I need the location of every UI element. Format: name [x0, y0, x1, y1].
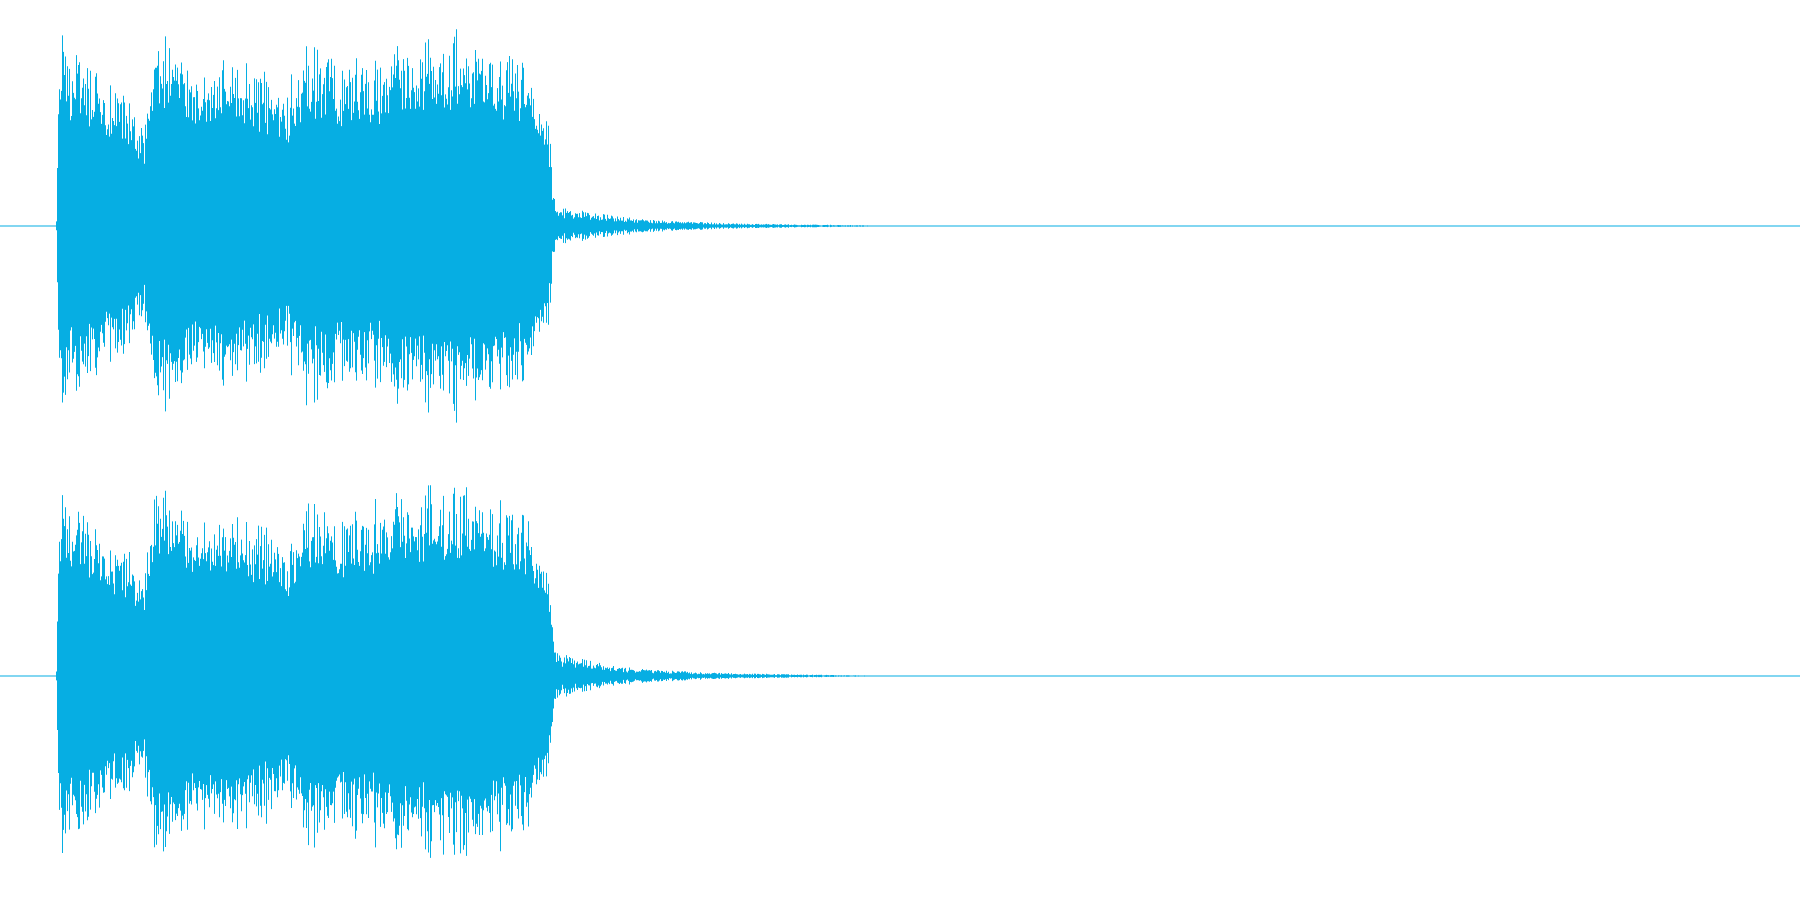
channels-layer [0, 29, 1800, 858]
channel-2-waveform [56, 485, 898, 858]
channel-2 [0, 485, 1800, 858]
channel-1-waveform [56, 29, 897, 423]
channel-1 [0, 29, 1800, 423]
